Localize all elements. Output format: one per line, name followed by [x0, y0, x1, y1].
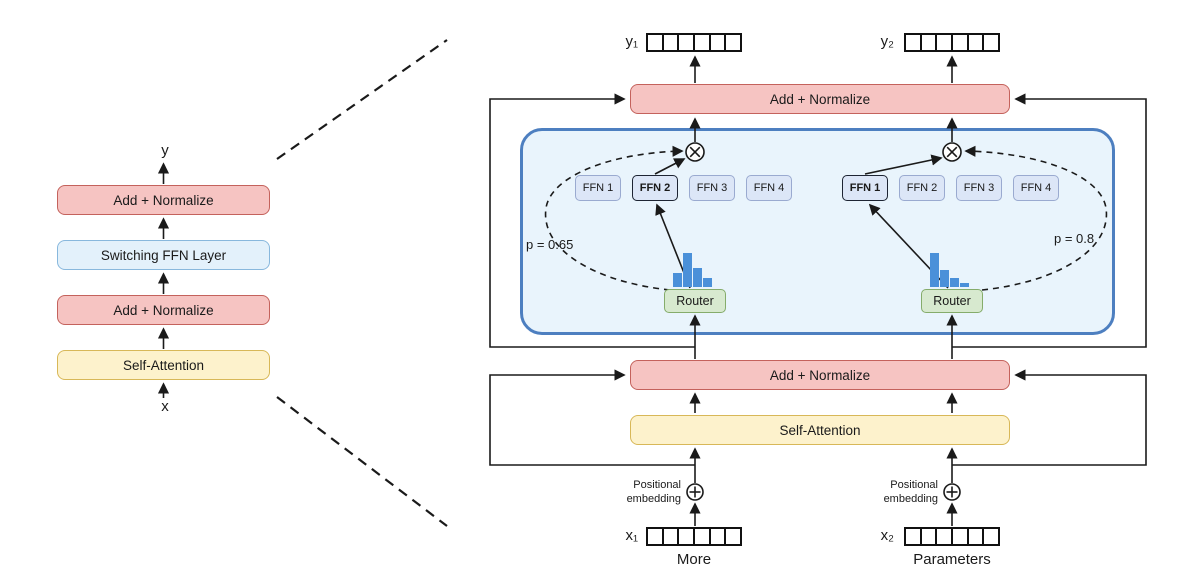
token-strip-x2	[904, 527, 1000, 546]
positional-add-icon-left	[686, 483, 704, 501]
token-cell	[935, 529, 951, 544]
gate-probability-right: p = 0.8	[1054, 231, 1095, 246]
token-cell	[708, 529, 725, 544]
token-cell	[935, 35, 951, 50]
router-distribution-bar	[693, 268, 702, 287]
token-cell	[661, 529, 678, 544]
input-token-text-right: Parameters	[913, 551, 991, 568]
router-distribution-bar	[960, 283, 969, 287]
ffn-2-left-selected: FFN 2	[632, 175, 678, 201]
token-strip-y2	[904, 33, 1000, 52]
token-strip-y1	[646, 33, 742, 52]
token-cell	[677, 529, 693, 544]
multiply-icon-left	[685, 142, 705, 162]
token-cell	[648, 35, 662, 50]
switching-ffn-layer-container	[520, 128, 1115, 335]
token-cell	[661, 35, 678, 50]
multiply-icon-right	[942, 142, 962, 162]
ffn-4-right: FFN 4	[1013, 175, 1059, 201]
ffn-1-left: FFN 1	[575, 175, 621, 201]
input-x1-label: x₁	[625, 527, 638, 544]
input-x2-label: x₂	[880, 527, 894, 544]
router-distribution-bar	[930, 253, 939, 287]
router-distribution-bar	[950, 278, 959, 287]
output-y2-label: y₂	[880, 33, 894, 50]
left-switching-ffn-layer: Switching FFN Layer	[57, 240, 270, 270]
ffn-4-left: FFN 4	[746, 175, 792, 201]
zoom-guide-line-top	[276, 39, 448, 160]
residual-top	[489, 93, 1147, 348]
gate-probability-left: p = 0.65	[526, 237, 574, 252]
left-add-normalize-top: Add + Normalize	[57, 185, 270, 215]
gate-dashed-path-left	[544, 145, 684, 291]
router-right: Router	[921, 289, 983, 313]
token-cell	[677, 35, 693, 50]
multiply-output-arrows	[689, 117, 958, 142]
input-token-text-left: More	[676, 551, 712, 568]
ffn-3-right: FFN 3	[956, 175, 1002, 201]
embedding-arrows	[689, 447, 958, 526]
gate-dashed-path-right	[964, 145, 1108, 291]
output-y1-label: y₁	[625, 33, 638, 50]
router-distribution-bar	[673, 273, 682, 287]
zoom-guide-lines	[276, 39, 448, 527]
router-distribution-left	[673, 252, 712, 287]
ffn-3-left: FFN 3	[689, 175, 735, 201]
zoom-guide-line-bottom	[276, 396, 448, 527]
gate-dashed-paths	[544, 145, 1108, 291]
ffn-to-multiply-arrows	[654, 154, 943, 175]
positional-embedding-label-left: Positional embedding	[626, 479, 681, 506]
output-arrows	[689, 55, 958, 83]
router-left: Router	[664, 289, 726, 313]
token-cell	[982, 529, 998, 544]
left-self-attention: Self-Attention	[57, 350, 270, 380]
left-add-normalize-bottom: Add + Normalize	[57, 295, 270, 325]
residual-bottom	[489, 369, 1147, 466]
self-attention: Self-Attention	[630, 415, 1010, 445]
token-strip-x1	[646, 527, 742, 546]
token-cell	[708, 35, 725, 50]
left-input-label: x	[161, 398, 169, 415]
add-normalize-bottom: Add + Normalize	[630, 360, 1010, 390]
router-distribution-right	[930, 252, 969, 287]
token-cell	[966, 35, 983, 50]
token-cell	[966, 529, 983, 544]
positional-embedding-label-right: Positional embedding	[883, 479, 938, 506]
token-cell	[919, 35, 936, 50]
add-normalize-top: Add + Normalize	[630, 84, 1010, 114]
attention-output-arrows	[689, 392, 958, 413]
token-cell	[724, 529, 740, 544]
ffn-2-right: FFN 2	[899, 175, 945, 201]
router-distribution-bar	[940, 270, 949, 287]
router-distribution-bar	[683, 253, 692, 287]
token-cell	[951, 529, 967, 544]
router-distribution-bar	[703, 278, 712, 287]
token-cell	[693, 529, 709, 544]
token-cell	[951, 35, 967, 50]
token-cell	[906, 529, 920, 544]
token-cell	[648, 529, 662, 544]
ffn-1-right-selected: FFN 1	[842, 175, 888, 201]
token-cell	[919, 529, 936, 544]
token-cell	[693, 35, 709, 50]
token-cell	[906, 35, 920, 50]
token-cell	[724, 35, 740, 50]
left-output-label: y	[161, 142, 169, 159]
positional-add-icon-right	[943, 483, 961, 501]
token-cell	[982, 35, 998, 50]
router-input-arrows	[689, 314, 958, 359]
